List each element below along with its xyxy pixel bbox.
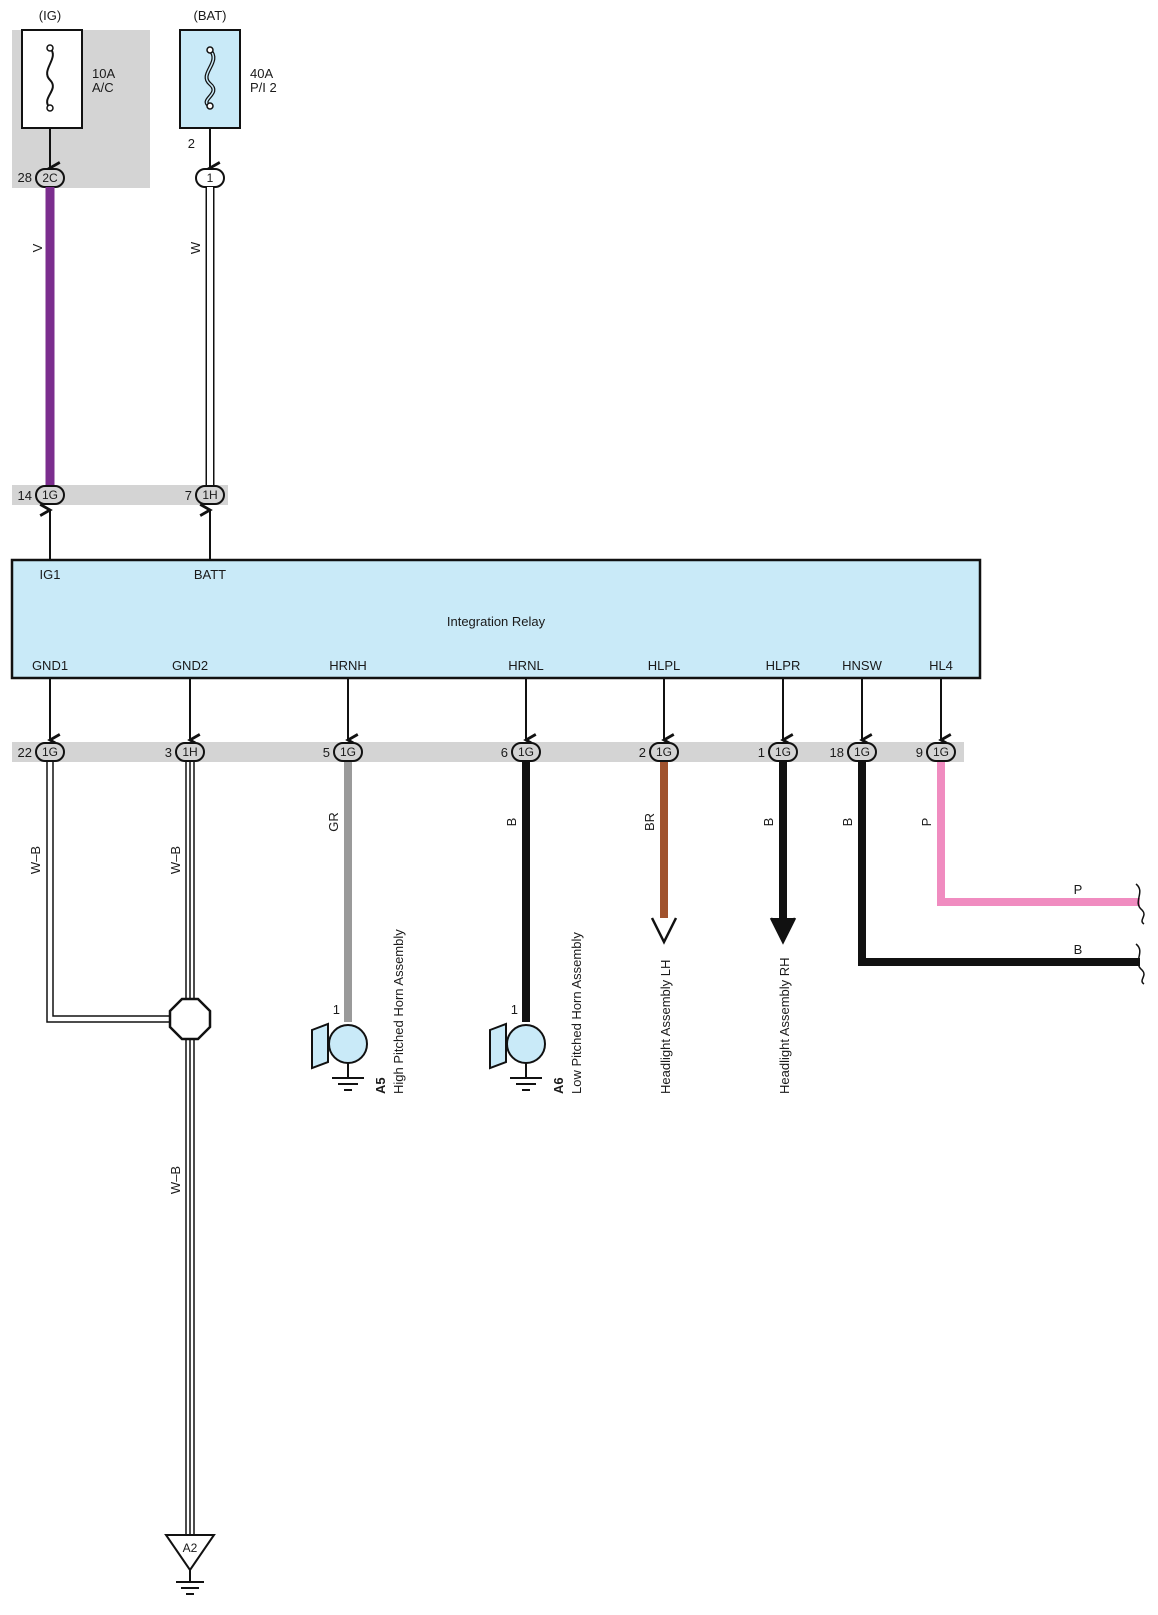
lc-pin-hl4: 9	[916, 745, 923, 760]
hrnh-wire-color: GR	[326, 812, 341, 832]
relay-pin-hrnl: HRNL	[508, 658, 543, 673]
c1h-top-code: 1H	[202, 488, 217, 502]
a6-horn-icon	[489, 1022, 507, 1070]
hl4-out-color: P	[1074, 882, 1083, 897]
bat-fuse	[179, 29, 241, 129]
connector-2c-code: 2C	[42, 171, 58, 185]
integration-relay	[10, 558, 982, 680]
relay-pin-ig1: IG1	[40, 567, 61, 582]
ig-fuse-element-icon	[46, 47, 54, 109]
relay-pin-hrnh: HRNH	[329, 658, 367, 673]
bat-wire-color: W	[188, 241, 203, 254]
gnd2-wire-color: W–B	[168, 846, 183, 874]
upper-connector-bus	[12, 485, 228, 505]
lc-code-hl4: 1G	[933, 745, 949, 759]
relay-pin-hlpr: HLPR	[766, 658, 801, 673]
hrnl-wire-color: B	[504, 818, 519, 827]
a5-horn-icon	[311, 1022, 329, 1070]
bat-fuse-name: P/I 2	[250, 80, 277, 95]
hnsw-wire-black	[858, 762, 1140, 966]
connector-1h-gnd2	[175, 742, 205, 762]
lc-pin-gnd1: 22	[18, 745, 32, 760]
relay-pin-gnd1: GND1	[32, 658, 68, 673]
relay-pin-hlpl: HLPL	[648, 658, 681, 673]
connector-1g-hnsw	[847, 742, 877, 762]
lc-code-gnd1: 1G	[42, 745, 58, 759]
hl4-break-icon	[1135, 883, 1145, 925]
ground-trunk-wire-color: W–B	[168, 1166, 183, 1194]
connector-1g-hlpr	[768, 742, 798, 762]
c1g-top-code: 1G	[42, 488, 58, 502]
hnsw-break-icon	[1135, 943, 1145, 985]
a6-id: A6	[551, 1077, 566, 1094]
c1g-top-pin: 14	[18, 488, 32, 503]
ground-a2-id: A2	[183, 1541, 198, 1555]
connector-1g-hrnl	[511, 742, 541, 762]
headlight-lh-name: Headlight Assembly LH	[658, 960, 673, 1094]
hnsw-out-color: B	[1074, 942, 1083, 957]
hl4-wire-color: P	[919, 818, 934, 827]
ig-fuse	[21, 29, 83, 129]
relay-pin-batt: BATT	[194, 567, 226, 582]
hnsw-wire-color: B	[840, 818, 855, 827]
lc-code-hlpl: 1G	[656, 745, 672, 759]
headlight-rh-arrow-icon	[769, 917, 797, 945]
c1-pin-label: 2	[188, 136, 195, 151]
lc-code-hlpr: 1G	[775, 745, 791, 759]
lc-code-gnd2: 1H	[182, 745, 197, 759]
ig-wire-color: V	[30, 243, 45, 252]
relay-title: Integration Relay	[447, 614, 546, 629]
a5-id: A5	[373, 1077, 388, 1094]
relay-pin-hl4: HL4	[929, 658, 953, 673]
connector-1g-hlpl	[649, 742, 679, 762]
relay-pin-gnd2: GND2	[172, 658, 208, 673]
lc-code-hrnl: 1G	[518, 745, 534, 759]
hlpl-wire-color: BR	[642, 813, 657, 831]
headlight-lh-arrow-icon	[650, 917, 678, 945]
lc-pin-hnsw: 18	[830, 745, 844, 760]
lower-connectors: 22 1G 3 1H 5 1G 6 1G 2 1G 1 1G 18 1G 9 1…	[18, 742, 956, 762]
relay-pin-hnsw: HNSW	[842, 658, 882, 673]
ig-source-label: (IG)	[39, 8, 61, 23]
lc-pin-gnd2: 3	[165, 745, 172, 760]
splice-junction	[168, 997, 212, 1041]
lc-pin-hrnh: 5	[323, 745, 330, 760]
connector-1g-gnd1	[35, 742, 65, 762]
bat-source-label: (BAT)	[194, 8, 227, 23]
a5-pin: 1	[333, 1002, 340, 1017]
gnd1-wire-color: W–B	[28, 846, 43, 874]
lc-code-hnsw: 1G	[854, 745, 870, 759]
headlight-rh-name: Headlight Assembly RH	[777, 957, 792, 1094]
a5-name: High Pitched Horn Assembly	[391, 929, 406, 1094]
ig-fuse-name: A/C	[92, 80, 114, 95]
ig-fuse-rating: 10A	[92, 66, 115, 81]
c1h-top-pin: 7	[185, 488, 192, 503]
hlpr-wire-color: B	[761, 818, 776, 827]
hl4-wire-pink	[937, 762, 1140, 906]
bat-fuse-rating: 40A	[250, 66, 273, 81]
lc-pin-hlpr: 1	[758, 745, 765, 760]
lc-pin-hlpl: 2	[639, 745, 646, 760]
a6-pin: 1	[511, 1002, 518, 1017]
lc-pin-hrnl: 6	[501, 745, 508, 760]
connector-1g-hl4	[926, 742, 956, 762]
c2c-pin-label: 28	[18, 170, 32, 185]
connector-1-code: 1	[207, 171, 214, 185]
lc-code-hrnh: 1G	[340, 745, 356, 759]
a6-name: Low Pitched Horn Assembly	[569, 932, 584, 1094]
lower-connector-bus	[12, 742, 964, 762]
ground-a2-icon	[164, 1534, 216, 1572]
connector-1g-hrnh	[333, 742, 363, 762]
